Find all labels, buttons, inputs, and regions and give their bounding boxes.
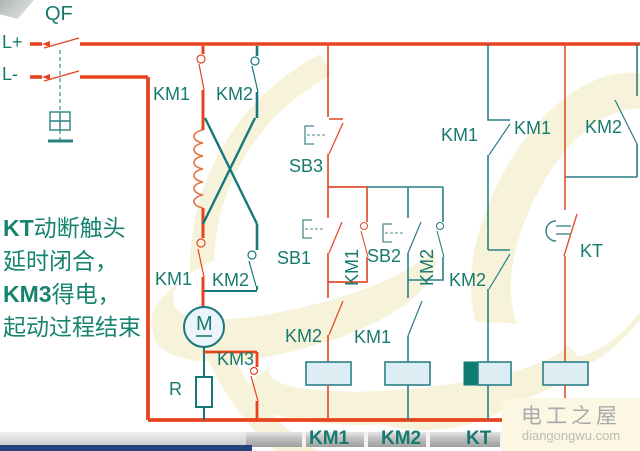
bottom-navy-strip [0, 445, 252, 451]
km1-main-mid-label: KM1 [155, 269, 193, 289]
km2-lower-contact [204, 224, 259, 292]
qf-breaker [48, 50, 73, 143]
km2-main-contact [250, 46, 260, 118]
l-minus-label: L- [2, 64, 19, 84]
km2-interlock-label: KM2 [285, 326, 323, 346]
kt-delay-contact [545, 44, 578, 362]
annotation-line-4: 起动过程结束 [3, 314, 141, 340]
km2-branch-contact [565, 44, 638, 178]
watermark-box: 电工之屋 diangongwu.com [502, 398, 640, 451]
annotation-line-2: 延时闭合， [3, 248, 118, 274]
km1-coil [305, 361, 352, 420]
sb1-button [302, 187, 343, 282]
bar-label-kt: KT [466, 428, 492, 449]
bar-label-km1: KM1 [309, 428, 350, 449]
kt-coil [463, 361, 512, 420]
annotation-block: KT动断触头 延时闭合， KM3得电， 起动过程结束 [3, 212, 173, 344]
km1-seal-label: KM1 [342, 248, 362, 286]
km2-aux-contact [487, 249, 511, 362]
annotation-line-1-text: 动断触头 [33, 215, 126, 241]
sb2-button [382, 187, 422, 280]
km1-aux-left-label: KM1 [441, 125, 479, 145]
bottom-bar-divider [426, 432, 430, 447]
qf-label: QF [45, 3, 73, 25]
motor-symbol [183, 306, 225, 352]
watermark-name: 电工之屋 [521, 405, 621, 429]
motor-label: M [196, 313, 213, 335]
km2-main-top-label: KM2 [216, 84, 254, 104]
km3-label: KM3 [217, 349, 255, 369]
sb3-label: SB3 [289, 156, 324, 176]
annotation-line-3: KM3得电， [3, 278, 173, 311]
km1-main-top-label: KM1 [153, 84, 191, 104]
annotation-line-3-text: 得电， [51, 281, 121, 307]
km3-contact [204, 350, 259, 420]
km2-kt-branch-label: KM2 [449, 270, 487, 290]
sb2-label: SB2 [367, 246, 402, 266]
km1-aux-right-label: KM1 [514, 118, 552, 138]
sb3-button [304, 44, 344, 187]
bottom-bar-divider [302, 432, 306, 447]
bottom-bar-divider [364, 432, 368, 447]
annotation-kt: KT [3, 215, 34, 241]
km1-main-contact [196, 46, 206, 130]
km2-main-mid-label: KM2 [212, 270, 250, 290]
km1-interlock-label: KM1 [354, 327, 392, 347]
km2-coil [384, 361, 431, 420]
l-plus-label: L+ [2, 32, 23, 52]
km2-seal-contact [408, 187, 445, 281]
km2-seal-label: KM2 [417, 248, 437, 286]
bottom-bar-segment [0, 432, 246, 447]
watermark-site: diangongwu.com [521, 428, 621, 444]
kt-contact-label: KT [580, 241, 604, 261]
km2-aux-top-label: KM2 [585, 117, 623, 137]
km1-aux-contact [487, 44, 511, 250]
cross-connection [201, 117, 259, 225]
starting-reactor-coil [193, 129, 204, 209]
bar-label-km2: KM2 [381, 428, 422, 449]
resistor-label: R [169, 379, 182, 399]
annotation-km3: KM3 [3, 281, 52, 307]
sb1-label: SB1 [277, 248, 312, 268]
resistor-r [195, 352, 213, 420]
km1-interlock-contact [407, 280, 423, 362]
annotation-line-1: KT动断触头 [3, 212, 173, 245]
km2-interlock-contact [327, 282, 344, 362]
